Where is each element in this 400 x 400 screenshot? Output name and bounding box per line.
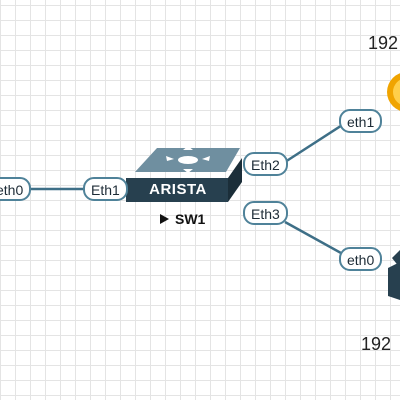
- switch-front-face: [126, 178, 228, 202]
- port-router-eth1[interactable]: eth1: [339, 109, 383, 133]
- switch-name-label[interactable]: SW1: [160, 211, 205, 227]
- router-ip-label: 192: [368, 33, 399, 53]
- port-host-eth0[interactable]: eth0: [0, 177, 32, 201]
- play-icon: [160, 214, 169, 224]
- switch-arrows-icon: [166, 146, 210, 173]
- router-icon[interactable]: [387, 72, 400, 112]
- server-icon[interactable]: [388, 250, 400, 300]
- port-sw1-eth3[interactable]: Eth3: [243, 201, 288, 225]
- switch-sw1[interactable]: [126, 146, 242, 202]
- switch-side-face: [228, 158, 242, 202]
- port-sw1-eth2[interactable]: Eth2: [243, 152, 288, 176]
- switch-brand-text: ARISTA: [149, 181, 207, 198]
- switch-name: SW1: [175, 211, 206, 227]
- link-sw1-server[interactable]: [284, 220, 351, 260]
- port-sw1-eth1[interactable]: Eth1: [83, 177, 128, 201]
- link-sw1-router[interactable]: [284, 118, 351, 164]
- server-ip-label: 192: [361, 334, 392, 354]
- port-server-eth0[interactable]: eth0: [339, 247, 383, 271]
